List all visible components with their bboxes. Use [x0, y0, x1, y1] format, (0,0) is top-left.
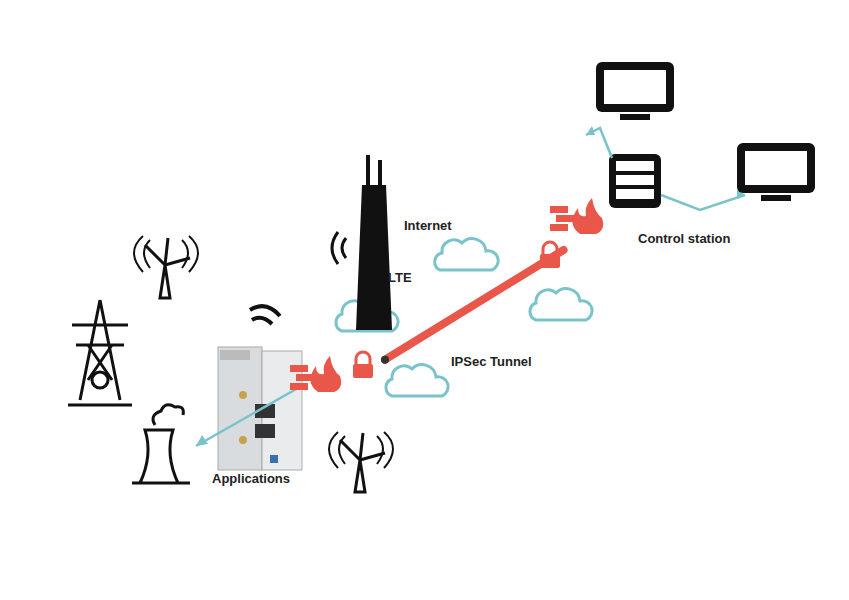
- locks: [353, 242, 560, 378]
- wifi-symbol: [250, 306, 280, 324]
- ipsec-tunnel: [381, 250, 564, 364]
- text-label: IPSec Tunnel: [451, 354, 532, 369]
- station-links: [586, 128, 745, 210]
- lte-tower: [332, 155, 392, 330]
- power-pylon: [68, 300, 132, 405]
- device-node: Applications: [205, 335, 385, 495]
- server: [609, 154, 661, 208]
- cooling-tower: [132, 405, 190, 483]
- app-link: [196, 388, 298, 446]
- station-node: Control station: [540, 150, 750, 250]
- monitors: [596, 62, 815, 201]
- arrowhead: [196, 435, 208, 446]
- firewall-icons: [290, 198, 603, 392]
- arrowheads: [586, 126, 745, 199]
- text-label: Internet: [404, 218, 452, 233]
- text-label: LTE: [388, 270, 412, 285]
- wind-turbines: [134, 236, 393, 492]
- node-label: Control station: [638, 231, 730, 246]
- node-label: Applications: [212, 471, 290, 486]
